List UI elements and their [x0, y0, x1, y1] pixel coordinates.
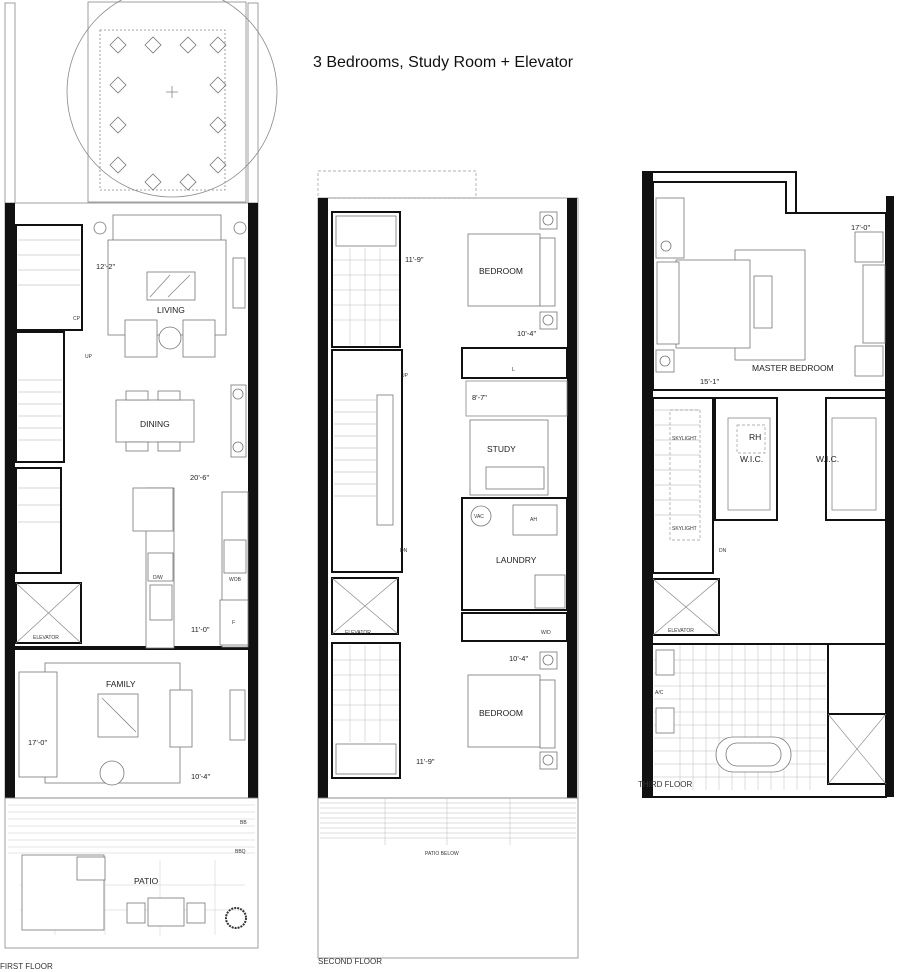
- fixture-wob: WOB: [229, 577, 242, 583]
- room-label-master-bedroom: MASTER BEDROOM: [752, 363, 834, 373]
- dim-kitchen-length: 11'-0": [191, 625, 210, 634]
- third-floor: MASTER BEDROOM W.I.C. W.I.C. ELEVATOR RH…: [638, 171, 894, 798]
- fixture-skylight-2: SKYLIGHT: [672, 526, 697, 532]
- room-label-dining: DINING: [140, 419, 170, 429]
- caption-second-floor: SECOND FLOOR: [318, 957, 382, 966]
- plant-icon: [225, 907, 247, 929]
- fixture-dn-3: DN: [719, 548, 727, 554]
- room-label-elevator: ELEVATOR: [33, 635, 59, 641]
- room-label-elevator-2: ELEVATOR: [345, 630, 371, 636]
- fixture-bb: BB: [240, 820, 247, 826]
- fixture-ah: AH: [530, 517, 537, 523]
- dim-master-width: 17'-0": [851, 223, 870, 232]
- patio-deck: [4, 797, 259, 949]
- dim-bed2-width: 11'-9": [416, 757, 435, 766]
- fixture-dw: D/W: [153, 575, 163, 581]
- fixture-ac: A/C: [655, 690, 664, 696]
- dim-living-width: 12'-2": [96, 262, 115, 271]
- fixture-cp: CP: [73, 316, 81, 322]
- dim-family-width: 17'-0": [28, 738, 47, 747]
- label-patio-below: PATIO BELOW: [425, 851, 459, 857]
- fixture-up-2: UP: [401, 373, 409, 379]
- fixture-linen: L: [512, 367, 515, 373]
- caption-first-floor: FIRST FLOOR: [0, 962, 53, 971]
- fixture-up: UP: [85, 354, 93, 360]
- dim-study-length: 8'-7": [472, 393, 487, 402]
- dim-bed1-width: 11'-9": [405, 255, 424, 264]
- first-floor: LIVING DINING FAMILY PATIO ELEVATOR CP U…: [0, 0, 278, 971]
- dim-bed2-length: 10'-4": [509, 654, 528, 663]
- room-label-bedroom-front: BEDROOM: [479, 266, 523, 276]
- room-label-family: FAMILY: [106, 679, 136, 689]
- dim-master-length: 15'-1": [700, 377, 719, 386]
- dim-dining-length: 20'-6": [190, 473, 209, 482]
- room-label-elevator-3: ELEVATOR: [668, 628, 694, 634]
- fixture-wd: W/D: [541, 630, 551, 636]
- fixture-f: F: [232, 620, 235, 626]
- fixture-rh: RH: [749, 432, 761, 442]
- dim-bed1-length: 10'-4": [517, 329, 536, 338]
- fixture-bbq: BBQ: [235, 849, 246, 855]
- room-label-wic-2: W.I.C.: [816, 454, 839, 464]
- room-label-laundry: LAUNDRY: [496, 555, 537, 565]
- room-label-bedroom-rear: BEDROOM: [479, 708, 523, 718]
- fixture-skylight-1: SKYLIGHT: [672, 436, 697, 442]
- plant-icons: [109, 36, 227, 191]
- fixture-dn-2: DN: [400, 548, 408, 554]
- fixture-vac: VAC: [474, 514, 484, 520]
- room-label-living: LIVING: [157, 305, 185, 315]
- room-label-study: STUDY: [487, 444, 516, 454]
- room-label-patio: PATIO: [134, 876, 159, 886]
- plan-title: 3 Bedrooms, Study Room + Elevator: [313, 54, 574, 71]
- patio-below-deck: [317, 797, 579, 959]
- room-label-wic-1: W.I.C.: [740, 454, 763, 464]
- dim-family-length: 10'-4": [191, 772, 210, 781]
- second-floor: BEDROOM STUDY LAUNDRY ELEVATOR BEDROOM P…: [317, 170, 579, 966]
- caption-third-floor: THIRD FLOOR: [638, 780, 692, 789]
- garden: [4, 0, 278, 204]
